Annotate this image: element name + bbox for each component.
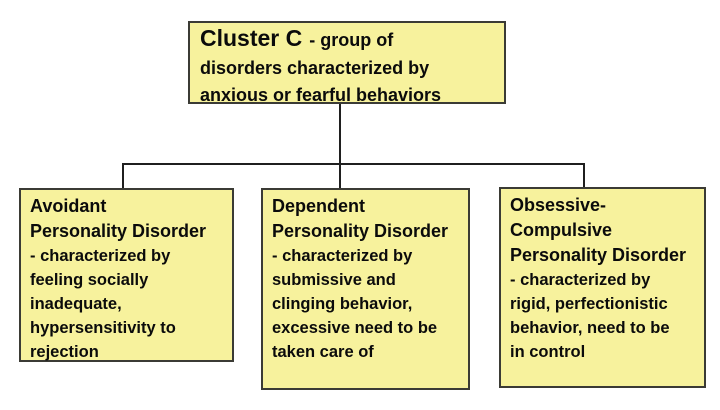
node-cluster-c: Cluster C - group of disorders characteri… <box>188 21 506 105</box>
cluster-c-heading: Cluster C - group of <box>200 25 494 55</box>
avoidant-title: Avoidant Personality Disorder <box>30 196 207 241</box>
dependent-description: - characterized by submissive and clingi… <box>272 247 438 361</box>
connector-drop-obsessive-compulsive <box>583 163 585 187</box>
obsessive-compulsive-title: Obsessive- Compulsive Personality Disord… <box>510 195 687 265</box>
obsessive-compulsive-description: - characterized by rigid, perfectionisti… <box>510 271 670 361</box>
connector-crossbar <box>122 163 585 165</box>
node-avoidant-personality-disorder: Avoidant Personality Disorder - characte… <box>19 188 234 362</box>
cluster-c-title: Cluster C <box>200 25 303 51</box>
connector-root-trunk <box>339 104 341 164</box>
cluster-c-description-start: - group of <box>309 30 394 50</box>
node-obsessive-compulsive-personality-disorder: Obsessive- Compulsive Personality Disord… <box>499 187 706 388</box>
connector-drop-dependent <box>339 163 341 188</box>
node-dependent-personality-disorder: Dependent Personality Disorder - charact… <box>261 188 470 390</box>
connector-drop-avoidant <box>122 163 124 188</box>
cluster-c-description: disorders characterized by anxious or fe… <box>200 58 442 105</box>
dependent-title: Dependent Personality Disorder <box>272 196 449 241</box>
avoidant-description: - characterized by feeling socially inad… <box>30 247 176 361</box>
